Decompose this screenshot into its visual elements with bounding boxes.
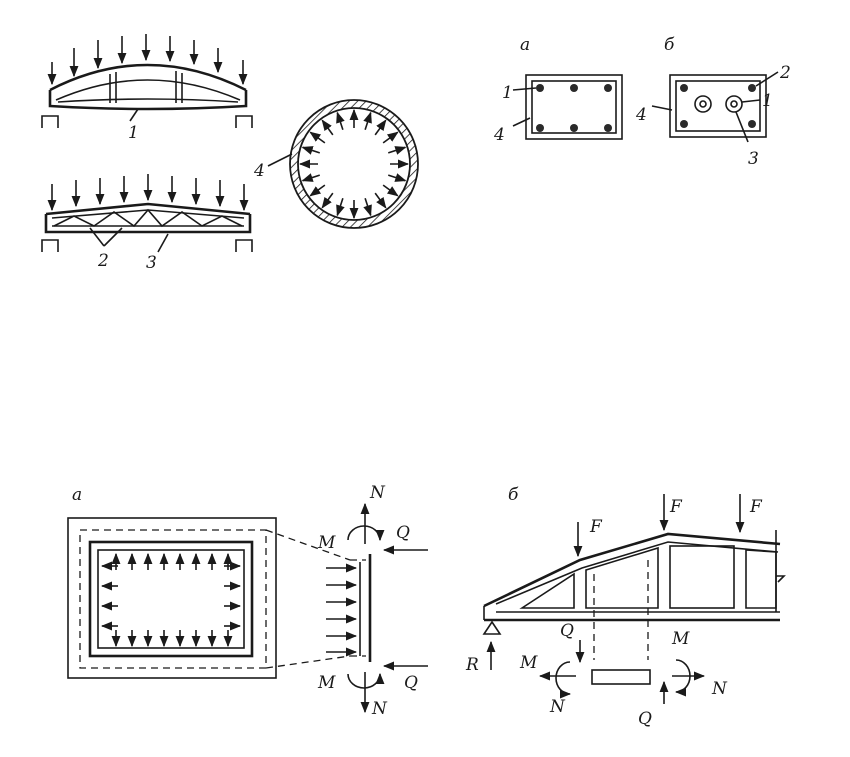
- pressure-arrow: [301, 173, 321, 182]
- arch-girder: 1: [41, 34, 253, 143]
- frame-force-M-top: M: [317, 533, 336, 553]
- section-b-label: б: [664, 35, 675, 55]
- arch-right-support: [235, 115, 253, 128]
- arch-left-support: [41, 115, 59, 128]
- frame-force-N-bottom: N: [371, 699, 388, 719]
- frame-force-Q-top: Q: [396, 523, 410, 543]
- pressure-arrow: [321, 119, 334, 136]
- truss-detail-diagram: б F F F R Q M N M N Q: [465, 485, 786, 729]
- section-b-callout-1: 1: [762, 91, 773, 111]
- truss-callout-2: 2: [97, 251, 109, 271]
- pressure-arrow: [321, 192, 334, 209]
- truss-load-F1: F: [589, 517, 603, 537]
- truss-axial-N-left: N: [549, 697, 566, 717]
- section-a-callout-1: 1: [502, 83, 513, 103]
- truss-beam: 2 3: [41, 174, 253, 273]
- frame-section-pressure: [326, 563, 358, 657]
- pressure-arrow: [309, 184, 326, 197]
- pin-support: [482, 620, 502, 635]
- section-b-callout-3: 3: [748, 149, 759, 169]
- arch-load-arrows: [47, 34, 248, 86]
- section-b-callout-4: 4: [635, 105, 647, 125]
- pressure-arrow: [374, 119, 387, 136]
- pipe-section: 4: [253, 99, 419, 229]
- pressure-arrow: [301, 146, 321, 155]
- truss-load-arrows: [47, 174, 249, 212]
- truss-detail-panel-label: б: [508, 485, 519, 505]
- pressure-arrow: [387, 146, 407, 155]
- truss-bottom-chord: [44, 214, 252, 234]
- section-a-callout-4: 4: [493, 125, 505, 145]
- pressure-arrow: [374, 192, 387, 209]
- pressure-arrow: [363, 111, 372, 131]
- section-b-callout-2: 2: [779, 63, 791, 83]
- truss-axial-N-right: N: [711, 679, 728, 699]
- pressure-arrow: [387, 173, 407, 182]
- truss-load-F3: F: [749, 497, 763, 517]
- moment-arrow-top: [347, 525, 385, 542]
- frame-pressure-arrows: [100, 552, 242, 648]
- arch-top-chord: [49, 63, 247, 92]
- truss-shear-Q-left: Q: [560, 621, 574, 641]
- frame-force-N-top: N: [369, 483, 386, 503]
- moment-arrow-bottom: [347, 672, 385, 689]
- arch-bottom-tie: [48, 90, 248, 111]
- arch-callout-1: 1: [128, 123, 139, 143]
- truss-moment-M-left: M: [519, 653, 538, 673]
- frame-force-Q-bottom: Q: [404, 673, 418, 693]
- pressure-arrow: [363, 197, 372, 217]
- truss-detail-top-chord: [483, 532, 781, 608]
- section-a-label: а: [520, 35, 530, 55]
- truss-load-F2: F: [669, 497, 683, 517]
- frame-diagram: а N Q M M Q N: [67, 483, 428, 719]
- pressure-arrow: [336, 111, 345, 131]
- frame-force-M-bottom: M: [317, 673, 336, 693]
- truss-top-chord: [45, 202, 251, 216]
- pressure-arrow: [336, 197, 345, 217]
- pressure-arrow: [382, 131, 399, 144]
- section-b: б 2 1 3 4: [635, 35, 791, 169]
- truss-moment-M-right: M: [671, 629, 690, 649]
- truss-shear-Q-right: Q: [638, 709, 652, 729]
- pressure-arrow: [382, 184, 399, 197]
- pressure-arrow: [309, 131, 326, 144]
- truss-callout-3: 3: [146, 253, 157, 273]
- pipe-callout-4: 4: [253, 161, 265, 181]
- truss-reaction-R: R: [465, 655, 479, 675]
- pipe-pressure-arrows: [298, 108, 410, 220]
- section-a: а 1 4: [493, 35, 623, 145]
- frame-panel-label: а: [72, 485, 82, 505]
